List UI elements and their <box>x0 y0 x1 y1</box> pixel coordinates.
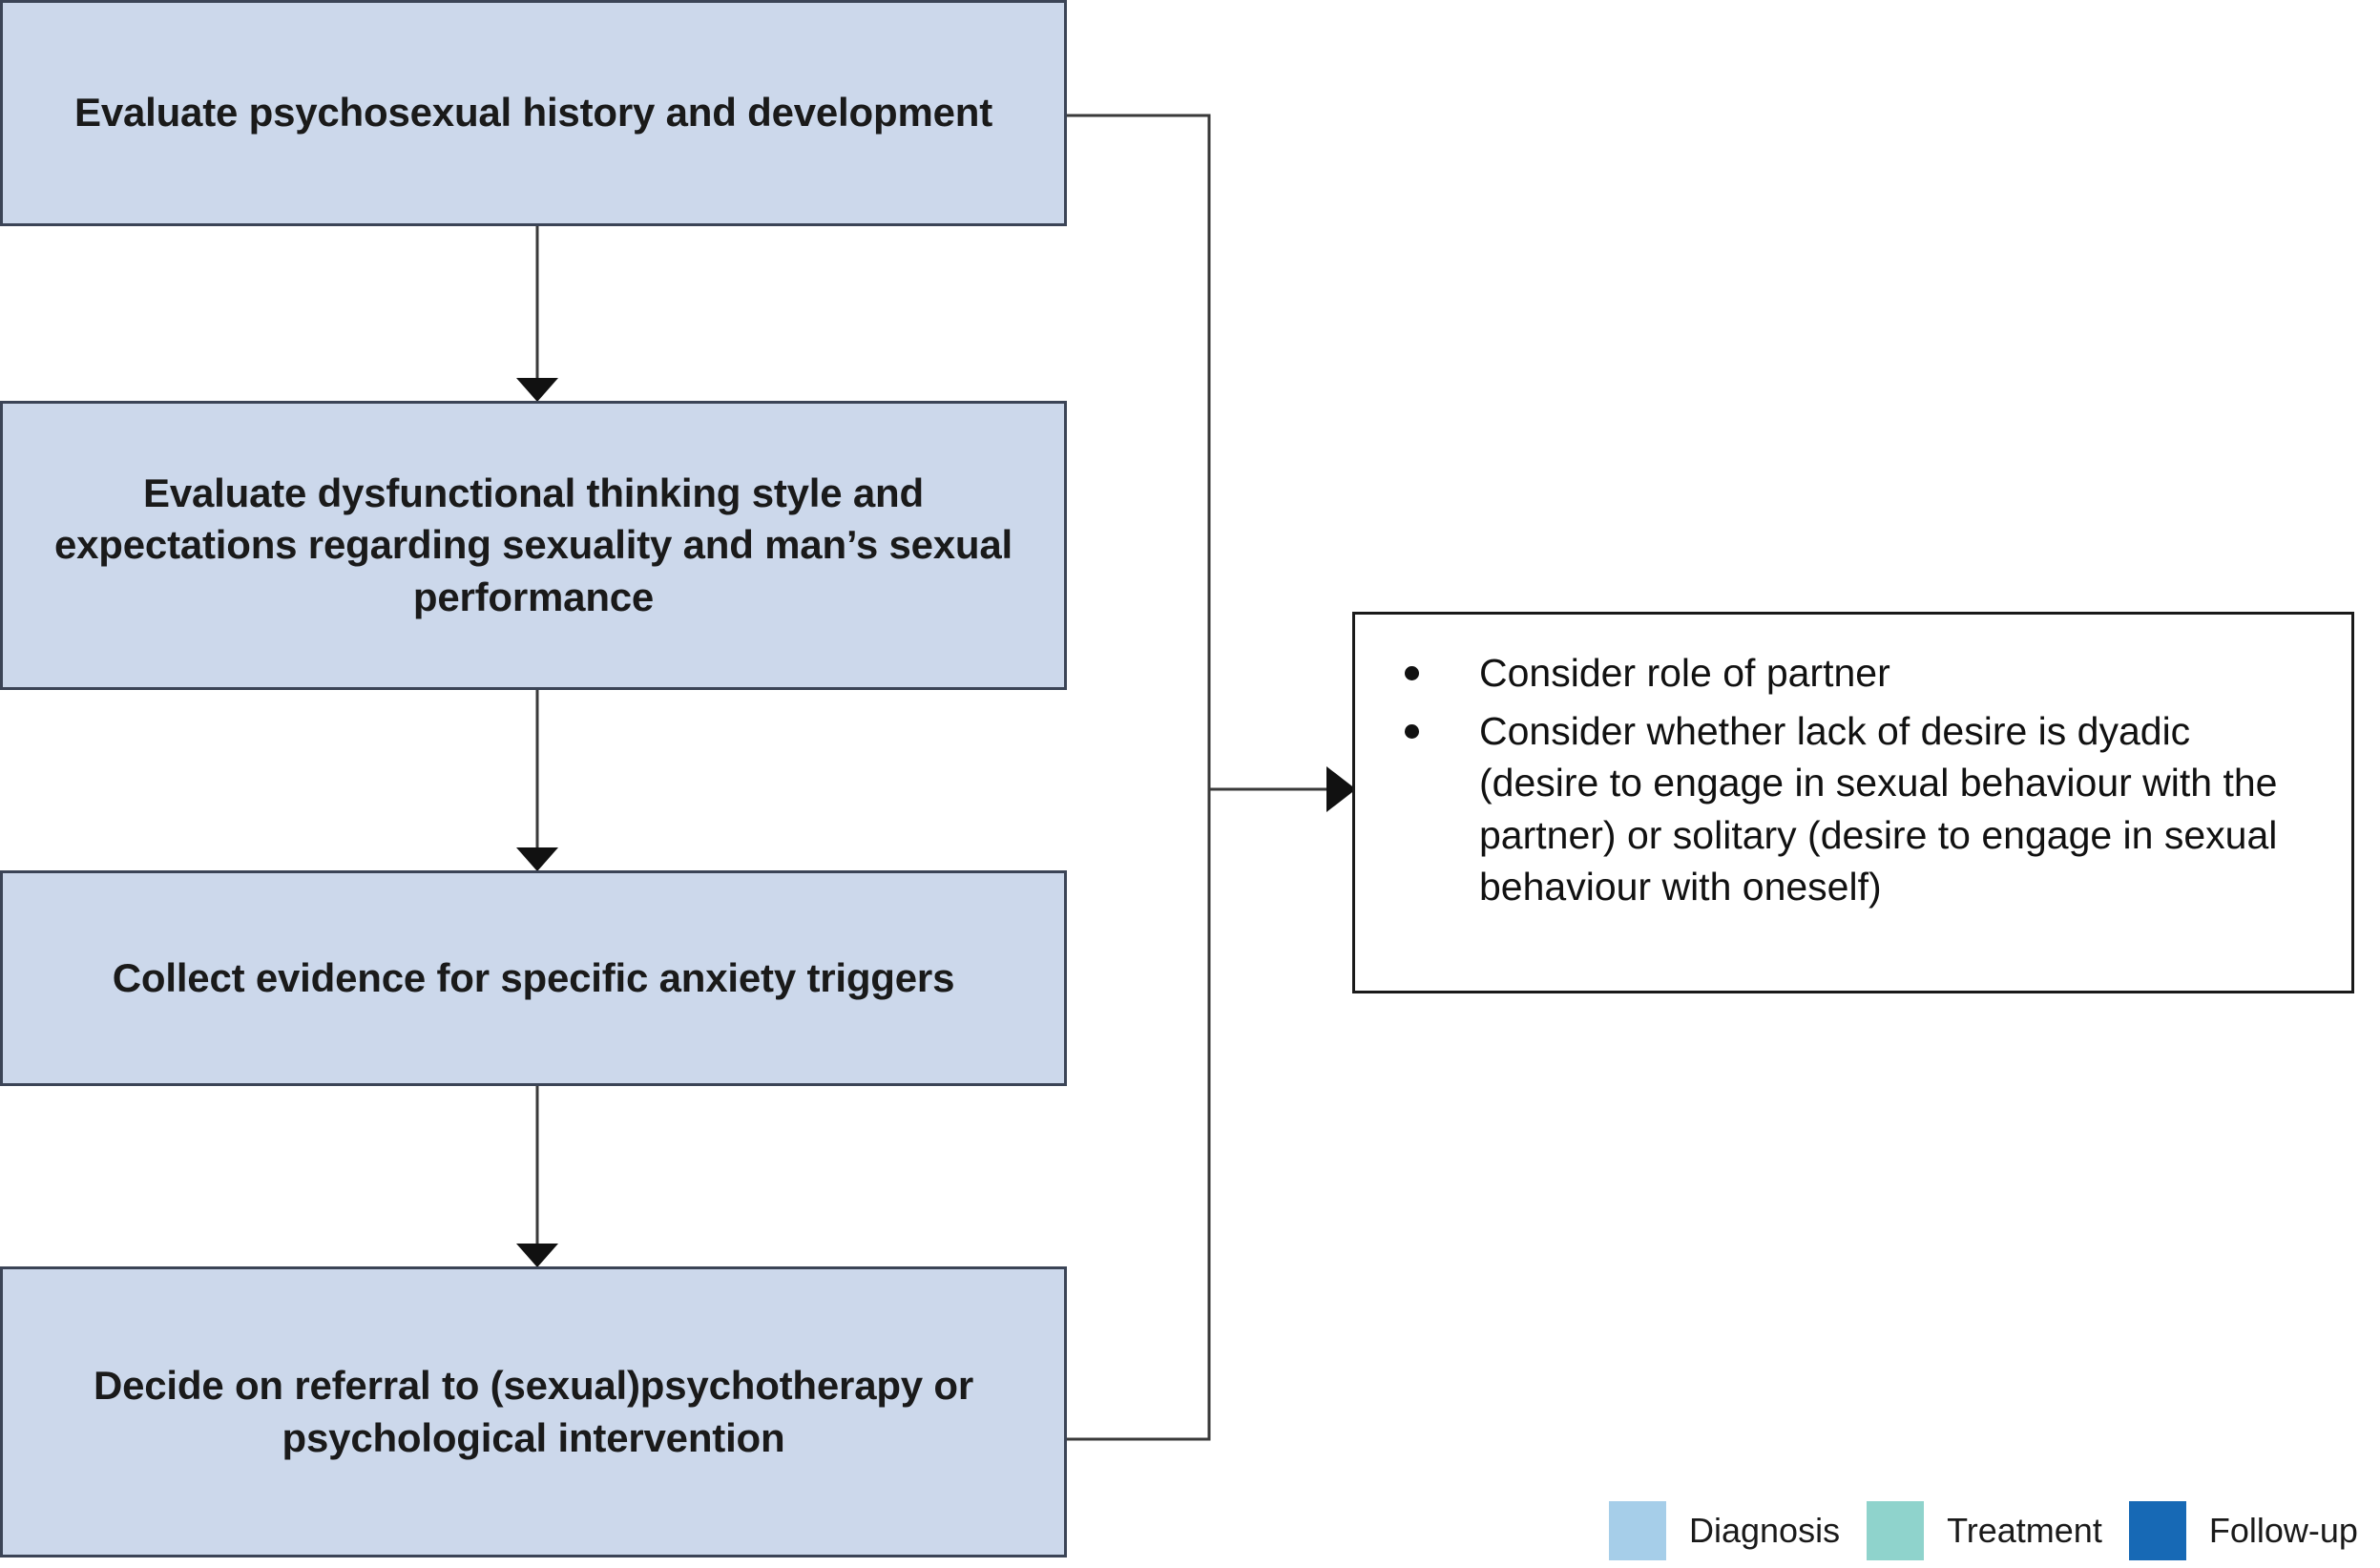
list-item: Consider whether lack of desire is dyadi… <box>1388 705 2313 913</box>
connector-box2-to-box3 <box>516 690 558 871</box>
bullet-dot-icon <box>1405 666 1419 680</box>
bullet-dot-icon <box>1405 723 1419 739</box>
flow-box-label: Evaluate dysfunctional thinking style an… <box>53 470 1013 619</box>
flow-box-evaluate-thinking[interactable]: Evaluate dysfunctional thinking style an… <box>0 401 1067 690</box>
flow-box-label: Collect evidence for specific anxiety tr… <box>112 954 955 1000</box>
flow-box-collect-evidence[interactable]: Collect evidence for specific anxiety tr… <box>0 870 1067 1086</box>
connector-box3-to-box4 <box>516 1086 558 1267</box>
legend-swatch-diagnosis <box>1609 1501 1666 1560</box>
list-item: Consider role of partner <box>1388 647 2313 700</box>
note-box-partner-considerations[interactable]: Consider role of partner Consider whethe… <box>1352 612 2354 993</box>
connector-box1-to-note <box>1067 114 1211 789</box>
note-bullet-text: Consider whether lack of desire is dyadi… <box>1479 708 2278 909</box>
legend-label-diagnosis: Diagnosis <box>1689 1511 1841 1550</box>
connector-box4-to-note <box>1067 789 1211 1441</box>
legend: Diagnosis Treatment Follow-up <box>1609 1501 2380 1560</box>
flow-box-decide-referral[interactable]: Decide on referral to (sexual)psychother… <box>0 1266 1067 1558</box>
note-bullet-text: Consider role of partner <box>1479 651 1890 695</box>
flow-box-evaluate-history[interactable]: Evaluate psychosexual history and develo… <box>0 0 1067 226</box>
legend-label-follow-up: Follow-up <box>2208 1511 2358 1550</box>
flow-box-label: Evaluate psychosexual history and develo… <box>74 90 992 136</box>
legend-swatch-treatment <box>1867 1501 1925 1560</box>
note-bullet-list: Consider role of partner Consider whethe… <box>1388 647 2313 913</box>
legend-item-diagnosis: Diagnosis <box>1609 1501 1840 1560</box>
legend-item-treatment: Treatment <box>1867 1501 2102 1560</box>
legend-item-follow-up: Follow-up <box>2128 1501 2358 1560</box>
flow-box-label: Decide on referral to (sexual)psychother… <box>93 1362 974 1460</box>
legend-swatch-follow-up <box>2128 1501 2186 1560</box>
connector-arrow-into-note <box>1209 766 1356 812</box>
connector-box1-to-box2 <box>516 226 558 402</box>
legend-label-treatment: Treatment <box>1947 1511 2102 1550</box>
